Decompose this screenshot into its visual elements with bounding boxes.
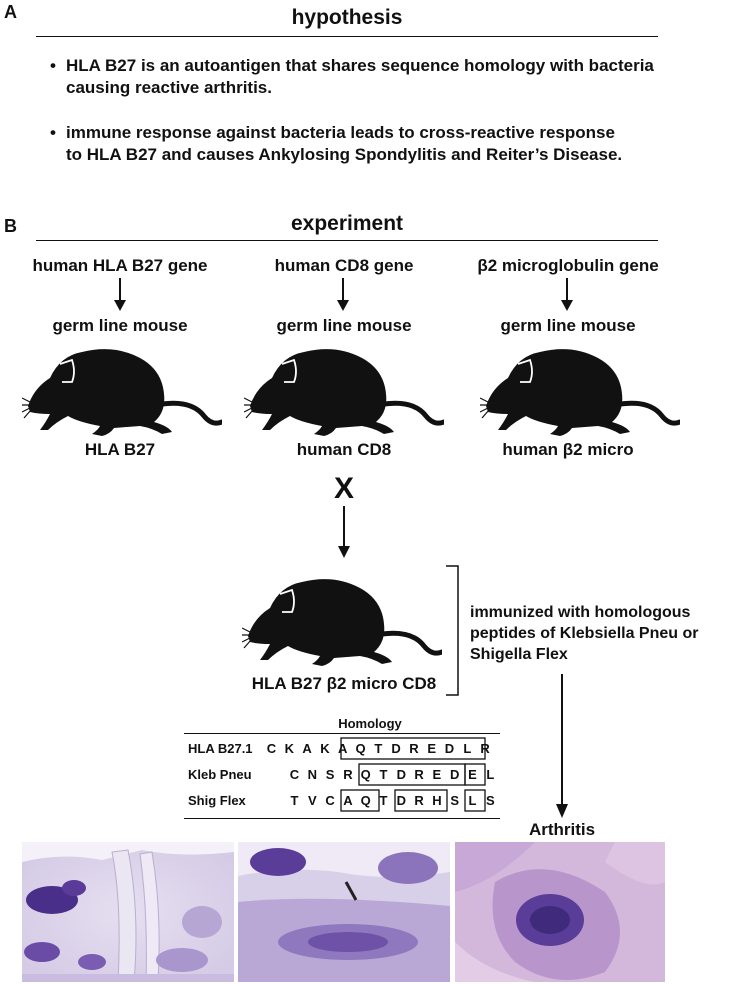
mouse-icon — [22, 349, 222, 436]
sequence-residue: R — [409, 741, 419, 756]
sequence-residue: C — [266, 741, 277, 756]
down-arrow-icon — [561, 278, 573, 311]
histology-image-3 — [455, 842, 665, 982]
sequence-residue: Q — [360, 793, 371, 808]
sequence-residue: R — [343, 767, 353, 782]
sequence-residue: R — [480, 741, 490, 756]
sequence-residue: T — [290, 793, 299, 808]
sequence-residue: D — [396, 793, 406, 808]
mouse-icon — [244, 349, 444, 436]
panel-a-letter: A — [4, 2, 17, 22]
gene-label-b2m: β2 microglobulin gene — [477, 256, 659, 275]
sequence-residue: L — [463, 741, 472, 756]
experiment-rule — [36, 240, 658, 241]
mouse-result-cd8: human CD8 — [296, 440, 392, 459]
sequence-residue: L — [468, 793, 477, 808]
sequence-residue: E — [427, 741, 437, 756]
down-arrow-icon — [338, 506, 350, 558]
bullet-text: HLA B27 is an autoantigen that shares se… — [66, 56, 654, 97]
panel-b-letter: B — [4, 216, 17, 236]
sequence-residue: R — [414, 767, 424, 782]
histology-image-1 — [22, 842, 234, 982]
sequence-residue: D — [396, 767, 406, 782]
bracket — [446, 565, 459, 696]
germ-line-mouse-label-1: germ line mouse — [52, 316, 188, 335]
germ-line-mouse-label-3: germ line mouse — [500, 316, 636, 335]
sequence-residue: Q — [360, 767, 371, 782]
sequence-residue: C — [325, 793, 335, 808]
sequence-residue: V — [307, 793, 317, 808]
sequence-residue: S — [485, 793, 495, 808]
sequence-residue: T — [374, 741, 383, 756]
gene-label-hla-b27: human HLA B27 gene — [32, 256, 208, 275]
sequence-residue: A — [302, 741, 312, 756]
sequence-residue: A — [337, 741, 348, 756]
crossed-mouse-icon — [242, 579, 442, 666]
seq-label-kleb: Kleb Pneu — [188, 767, 252, 782]
sequence-residue: R — [414, 793, 424, 808]
cross-symbol: X — [333, 472, 354, 505]
sequence-residue: E — [468, 767, 477, 782]
sequence-residue: A — [343, 793, 353, 808]
sequence-residue: H — [432, 793, 442, 808]
immunized-text: immunized with homologous peptides of Kl… — [470, 604, 699, 663]
hypothesis-rule — [36, 36, 658, 37]
sequence-residue: C — [289, 767, 300, 782]
seq-label-hla: HLA B27.1 — [188, 741, 253, 756]
mouse-result-b2m: human β2 micro — [502, 440, 634, 459]
bullet-text: immune response against bacteria leads t… — [66, 123, 623, 164]
down-arrow-icon — [556, 674, 568, 818]
homology-top-rule — [184, 733, 500, 734]
sequence-residue: D — [444, 741, 455, 756]
sequence-residue: N — [307, 767, 317, 782]
sequence-residue: Q — [355, 741, 366, 756]
crossed-mouse-label: HLA B27 β2 micro CD8 — [251, 674, 437, 693]
down-arrow-icon — [337, 278, 349, 311]
hypothesis-bullet-2: • immune response against bacteria leads… — [50, 122, 670, 188]
homology-title: Homology — [338, 716, 402, 731]
mouse-result-hla-b27: HLA B27 — [84, 440, 156, 459]
seq-label-shig: Shig Flex — [188, 793, 246, 808]
hypothesis-bullet-1: • HLA B27 is an autoantigen that shares … — [50, 55, 670, 99]
arthritis-label: Arthritis — [528, 820, 596, 839]
histology-image-2 — [238, 842, 450, 982]
sequence-residue: D — [449, 767, 460, 782]
gene-label-cd8: human CD8 gene — [274, 256, 414, 275]
sequence-residue: T — [379, 767, 388, 782]
sequence-residue: K — [284, 741, 294, 756]
hypothesis-title: hypothesis — [291, 6, 403, 29]
sequence-residue: K — [320, 741, 330, 756]
homology-bottom-rule — [184, 818, 500, 819]
mouse-icon — [480, 349, 680, 436]
germ-line-mouse-label-2: germ line mouse — [276, 316, 412, 335]
experiment-title: experiment — [290, 212, 404, 235]
down-arrow-icon — [114, 278, 126, 311]
sequence-residue: S — [325, 767, 335, 782]
sequence-residue: S — [450, 793, 460, 808]
sequence-residue: E — [432, 767, 442, 782]
sequence-residue: L — [486, 767, 495, 782]
sequence-residue: D — [391, 741, 401, 756]
sequence-residue: T — [379, 793, 388, 808]
